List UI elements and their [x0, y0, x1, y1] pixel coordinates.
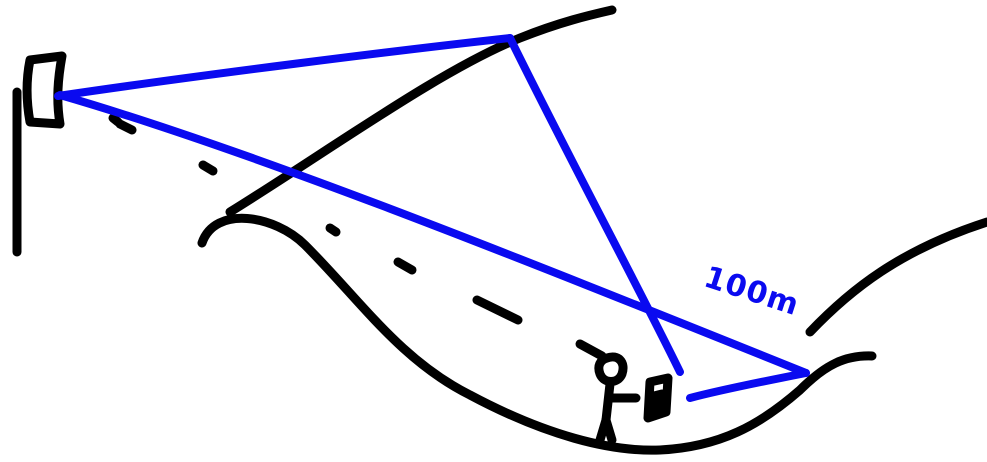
beam-lamp-to-crest	[58, 38, 510, 96]
center-dash	[120, 124, 132, 130]
near-road-edge	[202, 218, 872, 450]
streetlight-icon	[17, 56, 62, 252]
center-dash	[203, 165, 213, 171]
far-road-edge	[230, 10, 612, 212]
person-leg-right	[606, 420, 612, 440]
beam-crest-to-phone	[510, 38, 680, 372]
phone-screen-detail	[653, 394, 662, 408]
black-ink-layer	[17, 10, 987, 450]
person-head	[599, 357, 623, 382]
phone-icon	[648, 378, 668, 418]
distance-label: 100m	[700, 260, 804, 324]
streetlight-lamp-head	[27, 56, 62, 124]
right-hill-line	[810, 222, 987, 332]
center-dash	[477, 300, 518, 320]
blue-ink-layer	[58, 38, 806, 398]
center-dash	[398, 262, 412, 270]
center-dash	[330, 228, 336, 232]
center-dash	[580, 344, 602, 356]
beam-lamp-to-far-point	[60, 95, 806, 373]
person-icon	[599, 357, 636, 440]
road-center-dashes	[113, 118, 602, 356]
